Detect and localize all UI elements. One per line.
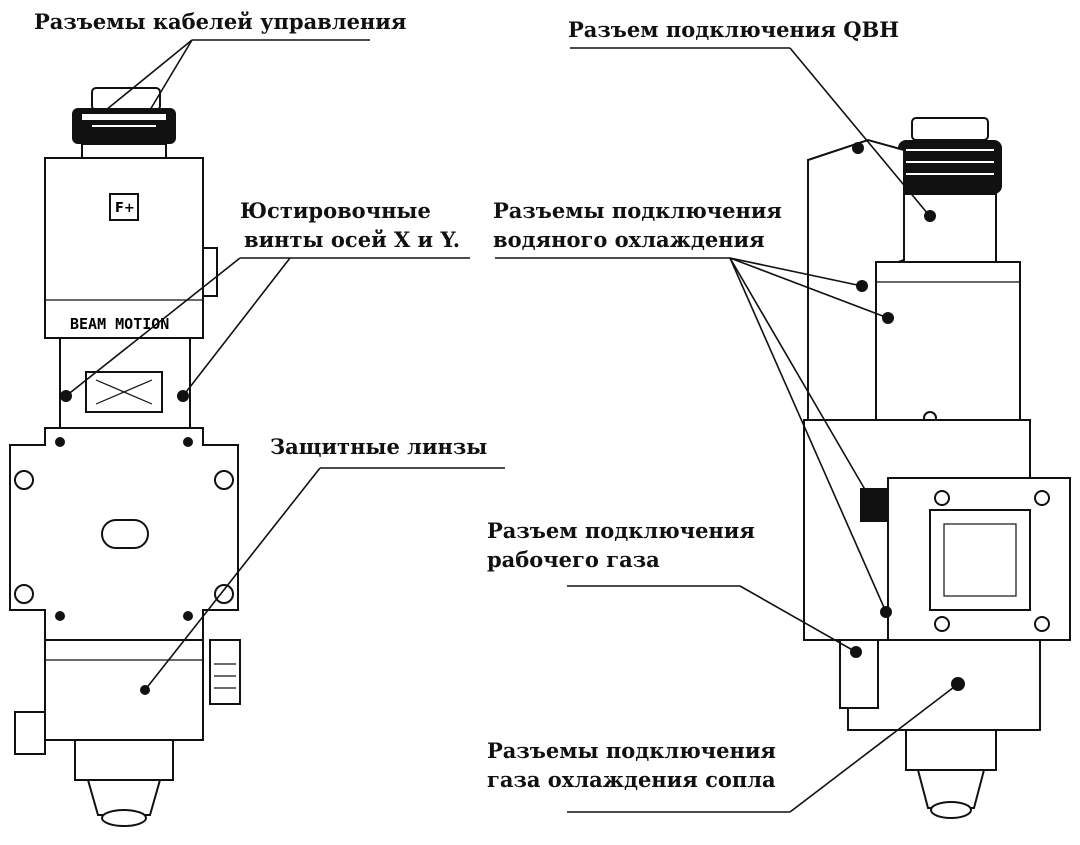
label-adjust-screws-line2: винты осей X и Y. <box>244 227 461 252</box>
left-side-port <box>202 247 218 297</box>
right-qbh-top <box>911 117 989 141</box>
label-work-gas-line1: Разъем подключения <box>487 518 755 543</box>
left-lower-side <box>14 711 46 755</box>
left-top-cap <box>91 87 161 111</box>
right-nozzle-collar <box>905 729 997 771</box>
left-lower-body <box>44 639 204 741</box>
left-laser-head: F+ BEAM MOTION <box>9 87 241 827</box>
label-work-gas-line2: рабочего газа <box>487 547 660 572</box>
right-laser-head <box>803 117 1071 819</box>
left-lens-window <box>101 519 149 549</box>
left-gas-fitting <box>209 639 241 705</box>
label-protective-lenses: Защитные линзы <box>270 434 488 459</box>
label-water-cooling-line1: Разъемы подключения <box>493 198 782 223</box>
left-nozzle <box>86 779 162 816</box>
right-flange-window <box>929 509 1031 611</box>
label-nozzle-gas-line2: газа охлаждения сопла <box>487 767 776 792</box>
label-nozzle-gas-line1: Разъемы подключения <box>487 738 776 763</box>
label-water-cooling-line2: водяного охлаждения <box>493 227 765 252</box>
left-nozzle-collar <box>74 739 174 781</box>
label-adjust-screws-line1: Юстировочные <box>240 198 431 223</box>
right-qbh-body <box>903 193 997 267</box>
left-badge-box <box>109 193 139 221</box>
label-qbh-connector: Разъем подключения QBH <box>568 17 900 42</box>
right-nozzle <box>916 769 986 809</box>
right-top-fitting <box>852 142 864 154</box>
right-main-body <box>875 261 1021 441</box>
leader-lines <box>65 39 959 813</box>
left-cap-base <box>81 143 167 159</box>
left-brand-text: BEAM MOTION <box>70 315 169 333</box>
right-work-gas-fitting <box>839 639 879 709</box>
label-control-cable-connectors: Разъемы кабелей управления <box>34 9 407 34</box>
left-badge-text: F+ <box>115 201 135 216</box>
right-qbh-ring <box>898 140 1002 194</box>
left-upper-body <box>44 157 204 339</box>
